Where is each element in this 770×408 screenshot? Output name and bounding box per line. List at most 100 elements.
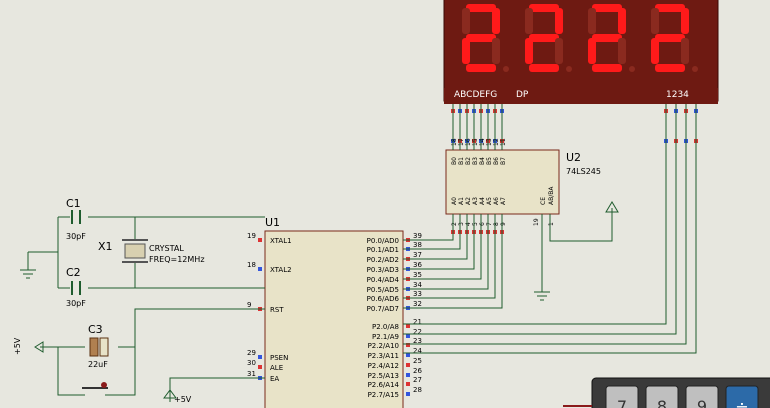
key-label: ÷ [735, 397, 748, 408]
u2-pin-B1: B1 [458, 157, 465, 165]
segment-g [592, 34, 622, 42]
u2-pin-B6: B6 [493, 157, 500, 165]
u2-74ls245[interactable]: U2 74LS245 B018B117B216B315B414B513B612B… [445, 138, 601, 234]
digit-4 [651, 4, 698, 72]
vcc-label-2: +5V [174, 395, 192, 404]
reset-button[interactable] [82, 382, 108, 389]
u1-pin-p11: P2.3/A11 [368, 352, 399, 360]
u2-part: 74LS245 [566, 167, 601, 176]
u2-pinnum-ab: 1 [548, 222, 555, 226]
u1-pin-p6: P0.6/AD6 [367, 295, 400, 303]
u2-pinnum-A1: 3 [458, 222, 465, 226]
segment-c [618, 38, 626, 64]
u2-pin-A2: A2 [465, 197, 472, 205]
segment-f [588, 8, 596, 34]
u1-pinnum-32: 32 [413, 300, 422, 308]
u1-pinnum-35: 35 [413, 271, 422, 279]
common-pins-label: 1234 [666, 90, 689, 100]
c2-value: 30pF [66, 299, 86, 308]
u2-pin-B0: B0 [451, 157, 458, 165]
u1-body [264, 230, 404, 408]
u2-pin-A6: A6 [493, 197, 500, 205]
segment-pins-label: ABCDEFG [454, 90, 497, 100]
crystal-x1[interactable] [122, 239, 148, 263]
segment-b [492, 8, 500, 34]
digit-3 [588, 4, 635, 72]
u1-pin-p7: P0.7/AD7 [367, 305, 399, 313]
u1-pinnum-25: 25 [413, 357, 422, 365]
u2-pin-B3: B3 [472, 157, 479, 165]
segment-d [466, 64, 496, 72]
u2-pin-A0: A0 [451, 197, 458, 205]
u2-body [445, 149, 560, 215]
segment-f [462, 8, 470, 34]
u2-pin-B7: B7 [500, 157, 507, 165]
segment-c [492, 38, 500, 64]
u2-pin-B5: B5 [486, 157, 493, 165]
key-0[interactable]: 7 [605, 385, 639, 408]
u1-pinnum-34: 34 [413, 281, 422, 289]
vcc-label-1: +5V [13, 337, 22, 355]
decimal-point [503, 66, 509, 72]
u1-pinnum-37: 37 [413, 251, 422, 259]
u2-pinnum-B0: 18 [451, 138, 458, 146]
u2-pin-A1: A1 [458, 197, 465, 205]
segment-e [651, 38, 659, 64]
u1-pin-p2: P0.2/AD2 [367, 256, 399, 264]
digit-1 [462, 4, 509, 72]
u2-pinnum-B6: 12 [493, 138, 500, 146]
u1-mcu[interactable]: U1 XTAL119XTAL218RST9PSEN29ALE30EA31P0.0… [247, 216, 422, 408]
u1-pin-p12: P2.4/A12 [368, 362, 399, 370]
u1-pin-p10: P2.2/A10 [368, 342, 399, 350]
u1-pin-p4: P0.4/AD4 [367, 276, 400, 284]
u1-pin-p15: P2.7/A15 [368, 391, 399, 399]
capacitor-c3[interactable] [89, 337, 109, 357]
u2-pin-B4: B4 [479, 157, 486, 165]
u2-pinnum-A7: 9 [500, 222, 507, 226]
digit-2 [525, 4, 572, 72]
x1-type: CRYSTAL [149, 244, 184, 253]
u2-pinnum-B3: 15 [472, 138, 479, 146]
u2-pinnum-B7: 11 [500, 138, 507, 146]
display-bottom [444, 88, 718, 104]
u2-pin-B2: B2 [465, 157, 472, 165]
u1-pin-p0: P0.0/AD0 [367, 237, 399, 245]
key-label: 7 [617, 397, 627, 408]
u1-pinnum-38: 38 [413, 241, 422, 249]
segment-g [466, 34, 496, 42]
x1-freq: FREQ=12MHz [149, 255, 205, 264]
u1-pinnum-9: 9 [247, 301, 251, 309]
key-label: 8 [657, 397, 667, 408]
key-2[interactable]: 9 [685, 385, 719, 408]
segment-c [555, 38, 563, 64]
u1-pin-xtal2: XTAL2 [270, 266, 292, 274]
u1-pin-p8: P2.0/A8 [372, 323, 399, 331]
u2-ref: U2 [566, 151, 581, 164]
keypad[interactable]: 7 8 9 ÷ [563, 377, 770, 408]
key-label: 9 [697, 397, 707, 408]
segment-d [655, 64, 685, 72]
u1-pin-p1: P0.1/AD1 [367, 246, 399, 254]
u1-pinnum-24: 24 [413, 347, 422, 355]
u1-pinnum-22: 22 [413, 328, 422, 336]
u2-pinnum-A4: 6 [479, 222, 486, 226]
u2-pinnum-B2: 16 [465, 138, 472, 146]
u1-pin-p3: P0.3/AD3 [367, 266, 399, 274]
u1-pin-p13: P2.5/A13 [368, 372, 399, 380]
capacitor-c1[interactable] [71, 210, 81, 224]
key-3[interactable]: ÷ [725, 385, 759, 408]
decimal-point [566, 66, 572, 72]
wires [20, 104, 697, 402]
u1-ref: U1 [265, 216, 280, 229]
capacitor-c2[interactable] [71, 281, 81, 295]
segment-g [529, 34, 559, 42]
seven-segment-display[interactable]: ABCDEFG DP 1234 [443, 0, 719, 104]
c3-ref: C3 [88, 323, 103, 336]
u1-pinnum-26: 26 [413, 367, 422, 375]
u1-pinnum-18: 18 [247, 261, 256, 269]
u1-pinnum-19: 19 [247, 232, 256, 240]
key-1[interactable]: 8 [645, 385, 679, 408]
u2-pin-A4: A4 [479, 197, 486, 205]
u1-pinnum-33: 33 [413, 290, 422, 298]
